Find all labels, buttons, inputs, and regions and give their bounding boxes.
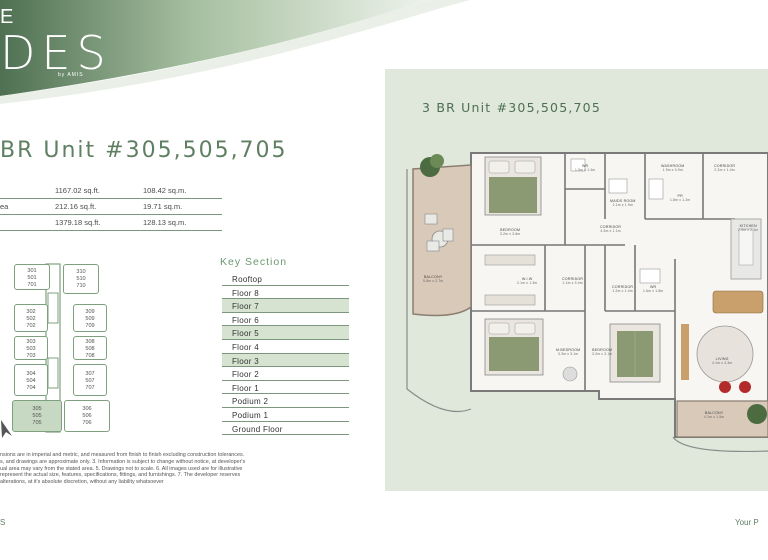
key-section-floor[interactable]: Floor 4 bbox=[222, 340, 349, 354]
area-sqm: 108.42 sq.m. bbox=[143, 186, 187, 195]
balcony-right bbox=[676, 400, 768, 438]
footer-brand: S bbox=[0, 518, 7, 527]
key-section-floor[interactable]: Floor 2 bbox=[222, 367, 349, 381]
area-row: ea 212.16 sq.ft. 19.71 sq.m. bbox=[0, 198, 222, 215]
compass-arrow-icon bbox=[1, 420, 12, 438]
area-row: 1379.18 sq.ft. 128.13 sq.m. bbox=[0, 214, 222, 231]
key-section-floor[interactable]: Floor 8 bbox=[222, 286, 349, 300]
floor-plan-drawing bbox=[406, 152, 768, 453]
page-title-prefix: BR Unit bbox=[0, 138, 97, 163]
area-sqft: 1379.18 sq.ft. bbox=[55, 218, 101, 227]
key-section-floor[interactable]: Floor 3 bbox=[222, 353, 349, 368]
key-section-title: Key Section bbox=[220, 256, 288, 268]
area-sqft: 212.16 sq.ft. bbox=[55, 202, 97, 211]
logo-prefix: E bbox=[0, 6, 17, 28]
page-title: BR Unit #305,505,705 bbox=[0, 138, 288, 163]
area-sqm: 128.13 sq.m. bbox=[143, 218, 187, 227]
key-section-floor[interactable]: Floor 5 bbox=[222, 326, 349, 340]
logo: DES bbox=[0, 26, 112, 80]
area-label: ea bbox=[0, 202, 9, 211]
key-section-floor[interactable]: Rooftop bbox=[222, 272, 349, 286]
area-sqm: 19.71 sq.m. bbox=[143, 202, 183, 211]
key-section-floor[interactable]: Floor 1 bbox=[222, 381, 349, 395]
key-section-floor[interactable]: Ground Floor bbox=[222, 422, 349, 436]
area-sqft: 1167.02 sq.ft. bbox=[55, 186, 100, 195]
area-row: 1167.02 sq.ft. 108.42 sq.m. bbox=[0, 182, 222, 199]
page-title-units: #305,505,705 bbox=[105, 138, 288, 163]
bed-top bbox=[484, 156, 542, 216]
plan-title: 3 BR Unit #305,505,705 bbox=[422, 100, 601, 115]
key-section-floor[interactable]: Floor 7 bbox=[222, 299, 349, 313]
disclaimer: nsions are in imperial and metric, and m… bbox=[0, 452, 246, 486]
key-section-floor[interactable]: Podium 2 bbox=[222, 394, 349, 408]
key-section-floor[interactable]: Podium 1 bbox=[222, 408, 349, 422]
key-section-floor[interactable]: Floor 6 bbox=[222, 313, 349, 327]
header-swoosh bbox=[0, 0, 470, 104]
footer-tagline: Your P bbox=[735, 518, 759, 527]
logo-subtitle: by AMIS bbox=[58, 72, 84, 78]
